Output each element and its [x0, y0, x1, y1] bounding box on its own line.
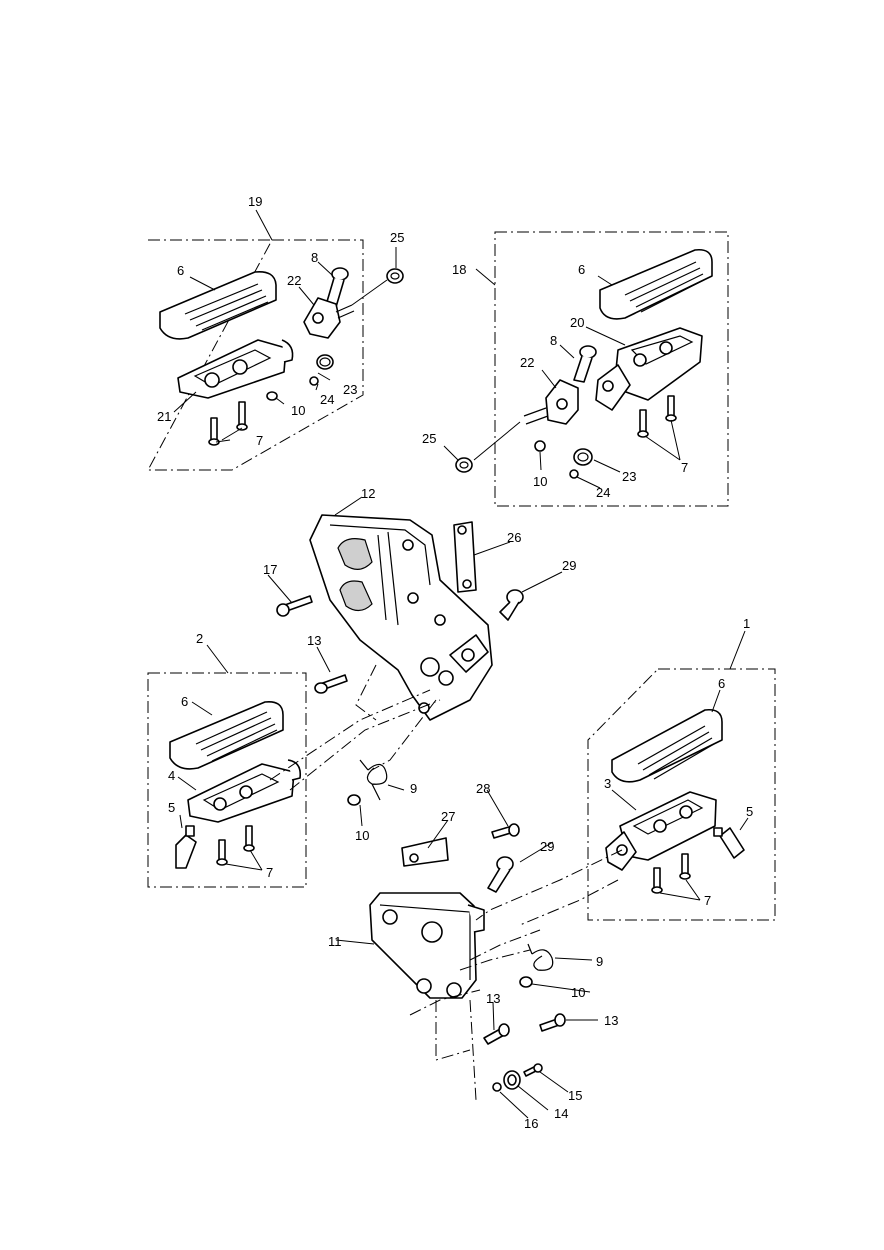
callout-25: 25: [390, 230, 404, 245]
screws: [216, 825, 255, 866]
assembly-guide-lines: [269, 664, 623, 1101]
footrest-rubber: [169, 700, 284, 770]
callout-20: 20: [570, 315, 584, 330]
washer: [266, 391, 278, 401]
callout-3: 3: [604, 776, 611, 791]
assembly-2-group: 2 6 4 5 7: [147, 631, 307, 888]
reinforcement-plate: [453, 521, 477, 593]
bolt: [483, 1023, 510, 1045]
footrest: [605, 791, 717, 871]
callout-27: 27: [441, 809, 455, 824]
callout-18: 18: [452, 262, 466, 277]
screws: [651, 853, 691, 894]
washer: [534, 440, 546, 452]
rubber-bump-stop: [175, 825, 197, 869]
bracket: [401, 837, 449, 867]
callout-6: 6: [177, 263, 184, 278]
callout-29: 29: [540, 839, 554, 854]
rider-hanger-bracket: [309, 514, 493, 721]
callout-1: 1: [743, 616, 750, 631]
callout-23: 23: [343, 382, 357, 397]
callout-5: 5: [746, 804, 753, 819]
screw: [523, 1063, 543, 1077]
callout-8: 8: [550, 333, 557, 348]
callout-22: 22: [287, 273, 301, 288]
callout-12: 12: [361, 486, 375, 501]
callout-7: 7: [704, 893, 711, 908]
screws: [208, 401, 248, 446]
callout-17: 17: [263, 562, 277, 577]
assembly-19-group: 19 25 6 8 22 23 21 10 24 7: [147, 194, 404, 471]
callout-10: 10: [291, 403, 305, 418]
circlip: [492, 1082, 502, 1092]
footrest-rubber: [611, 708, 723, 783]
detent-spring: [573, 448, 593, 466]
footrest: [187, 759, 302, 823]
callout-23: 23: [622, 469, 636, 484]
pillion-hanger-bracket: [369, 892, 485, 999]
washer: [519, 976, 533, 988]
callout-24: 24: [320, 392, 334, 407]
callout-21: 21: [157, 409, 171, 424]
detent-spring: [316, 354, 334, 370]
callout-10: 10: [533, 474, 547, 489]
pivot-bracket: [523, 379, 579, 425]
detent-ball: [569, 469, 579, 479]
callout-7: 7: [681, 460, 688, 475]
bush: [503, 1070, 521, 1090]
pivot-pin: [499, 589, 524, 621]
cap-screw: [276, 595, 313, 617]
callout-13: 13: [486, 991, 500, 1006]
callout-19: 19: [248, 194, 262, 209]
rubber-bump-stop: [713, 827, 745, 859]
callout-2: 2: [196, 631, 203, 646]
bolt: [539, 1013, 566, 1032]
callout-11: 11: [328, 934, 342, 949]
footrest-rubber: [159, 270, 277, 340]
callout-4: 4: [168, 768, 175, 783]
callout-9: 9: [596, 954, 603, 969]
callout-6: 6: [578, 262, 585, 277]
pivot-pin: [487, 856, 514, 893]
callout-28: 28: [476, 781, 490, 796]
callout-10: 10: [571, 985, 585, 1000]
callout-25: 25: [422, 431, 436, 446]
callout-14: 14: [554, 1106, 568, 1121]
callout-13: 13: [604, 1013, 618, 1028]
footrest: [177, 339, 294, 399]
callout-5: 5: [168, 800, 175, 815]
callout-10: 10: [355, 828, 369, 843]
callout-8: 8: [311, 250, 318, 265]
callout-6: 6: [718, 676, 725, 691]
footrest: [595, 327, 703, 411]
clevis-pin: [573, 345, 597, 383]
callout-9: 9: [410, 781, 417, 796]
assembly-1-group: 1 6 3 5 7: [587, 616, 776, 921]
nut: [386, 268, 404, 284]
assembly-18-group: 18 6 20 8 22 25 10 23 24 7: [422, 231, 729, 507]
footrest-rubber: [599, 248, 713, 320]
callout-16: 16: [524, 1116, 538, 1131]
callout-6: 6: [181, 694, 188, 709]
detent-ball: [309, 376, 319, 386]
washer: [347, 794, 361, 806]
callout-7: 7: [266, 865, 273, 880]
callout-13: 13: [307, 633, 321, 648]
callout-7: 7: [256, 433, 263, 448]
callout-22: 22: [520, 355, 534, 370]
callout-29: 29: [562, 558, 576, 573]
return-spring: [359, 759, 388, 801]
return-spring: [527, 943, 554, 971]
callout-24: 24: [596, 485, 610, 500]
callout-26: 26: [507, 530, 521, 545]
screws: [637, 395, 677, 438]
nut: [455, 457, 473, 473]
callout-15: 15: [568, 1088, 582, 1103]
pivot-bracket: [303, 297, 355, 339]
bolt: [491, 823, 520, 839]
bolt: [314, 674, 348, 694]
